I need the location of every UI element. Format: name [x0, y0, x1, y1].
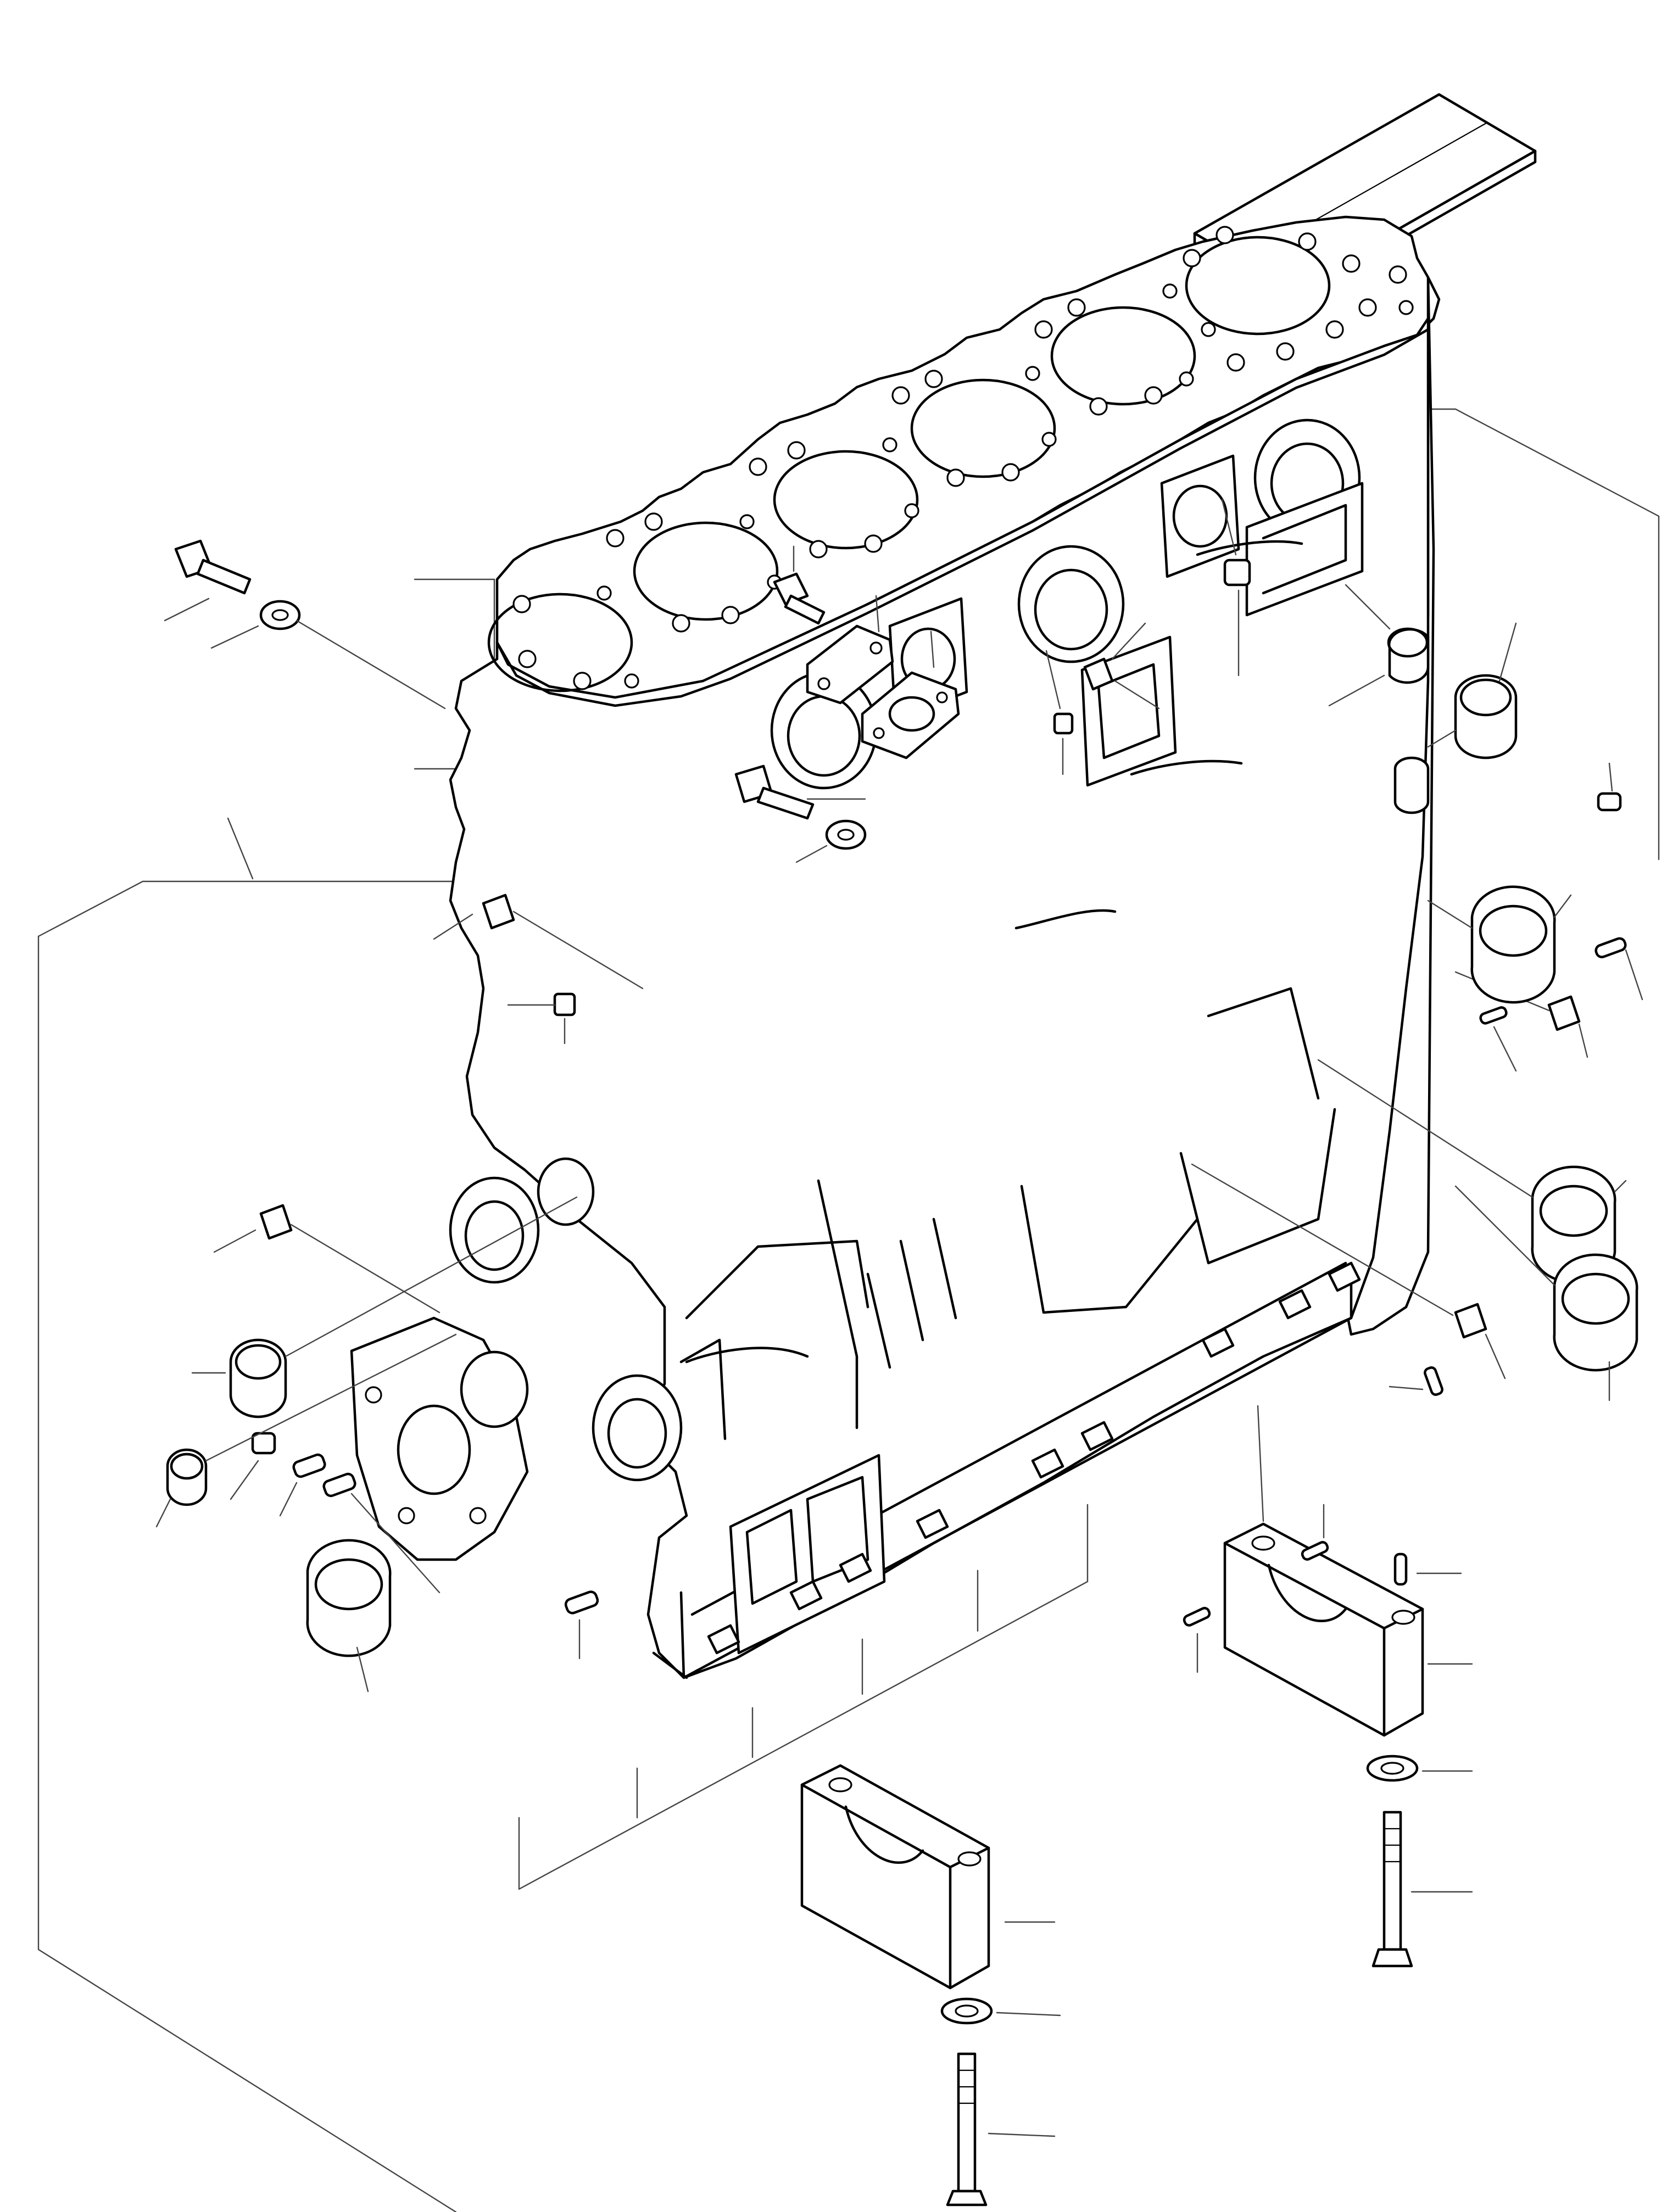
bearing-saddles: [707, 1261, 1361, 1655]
main-bearing-cap-rear: [1223, 1405, 1473, 1737]
main-bearing-bolt-rear: [1366, 1755, 1473, 1968]
bolt-mid: [734, 764, 866, 820]
deck-holes: [512, 226, 1414, 690]
bushings: [155, 584, 1638, 1692]
cover-plate: [806, 595, 894, 705]
cylinder-block: [350, 215, 1441, 1679]
washers: [210, 600, 867, 863]
small-parts: [155, 499, 1643, 1692]
bolt-left: [164, 539, 252, 622]
gasket: [861, 630, 960, 759]
main-bearing-bolt-front: [940, 1997, 1061, 2207]
bolt-top: [773, 545, 826, 625]
main-bearing-cap-front: [800, 1764, 1056, 1990]
